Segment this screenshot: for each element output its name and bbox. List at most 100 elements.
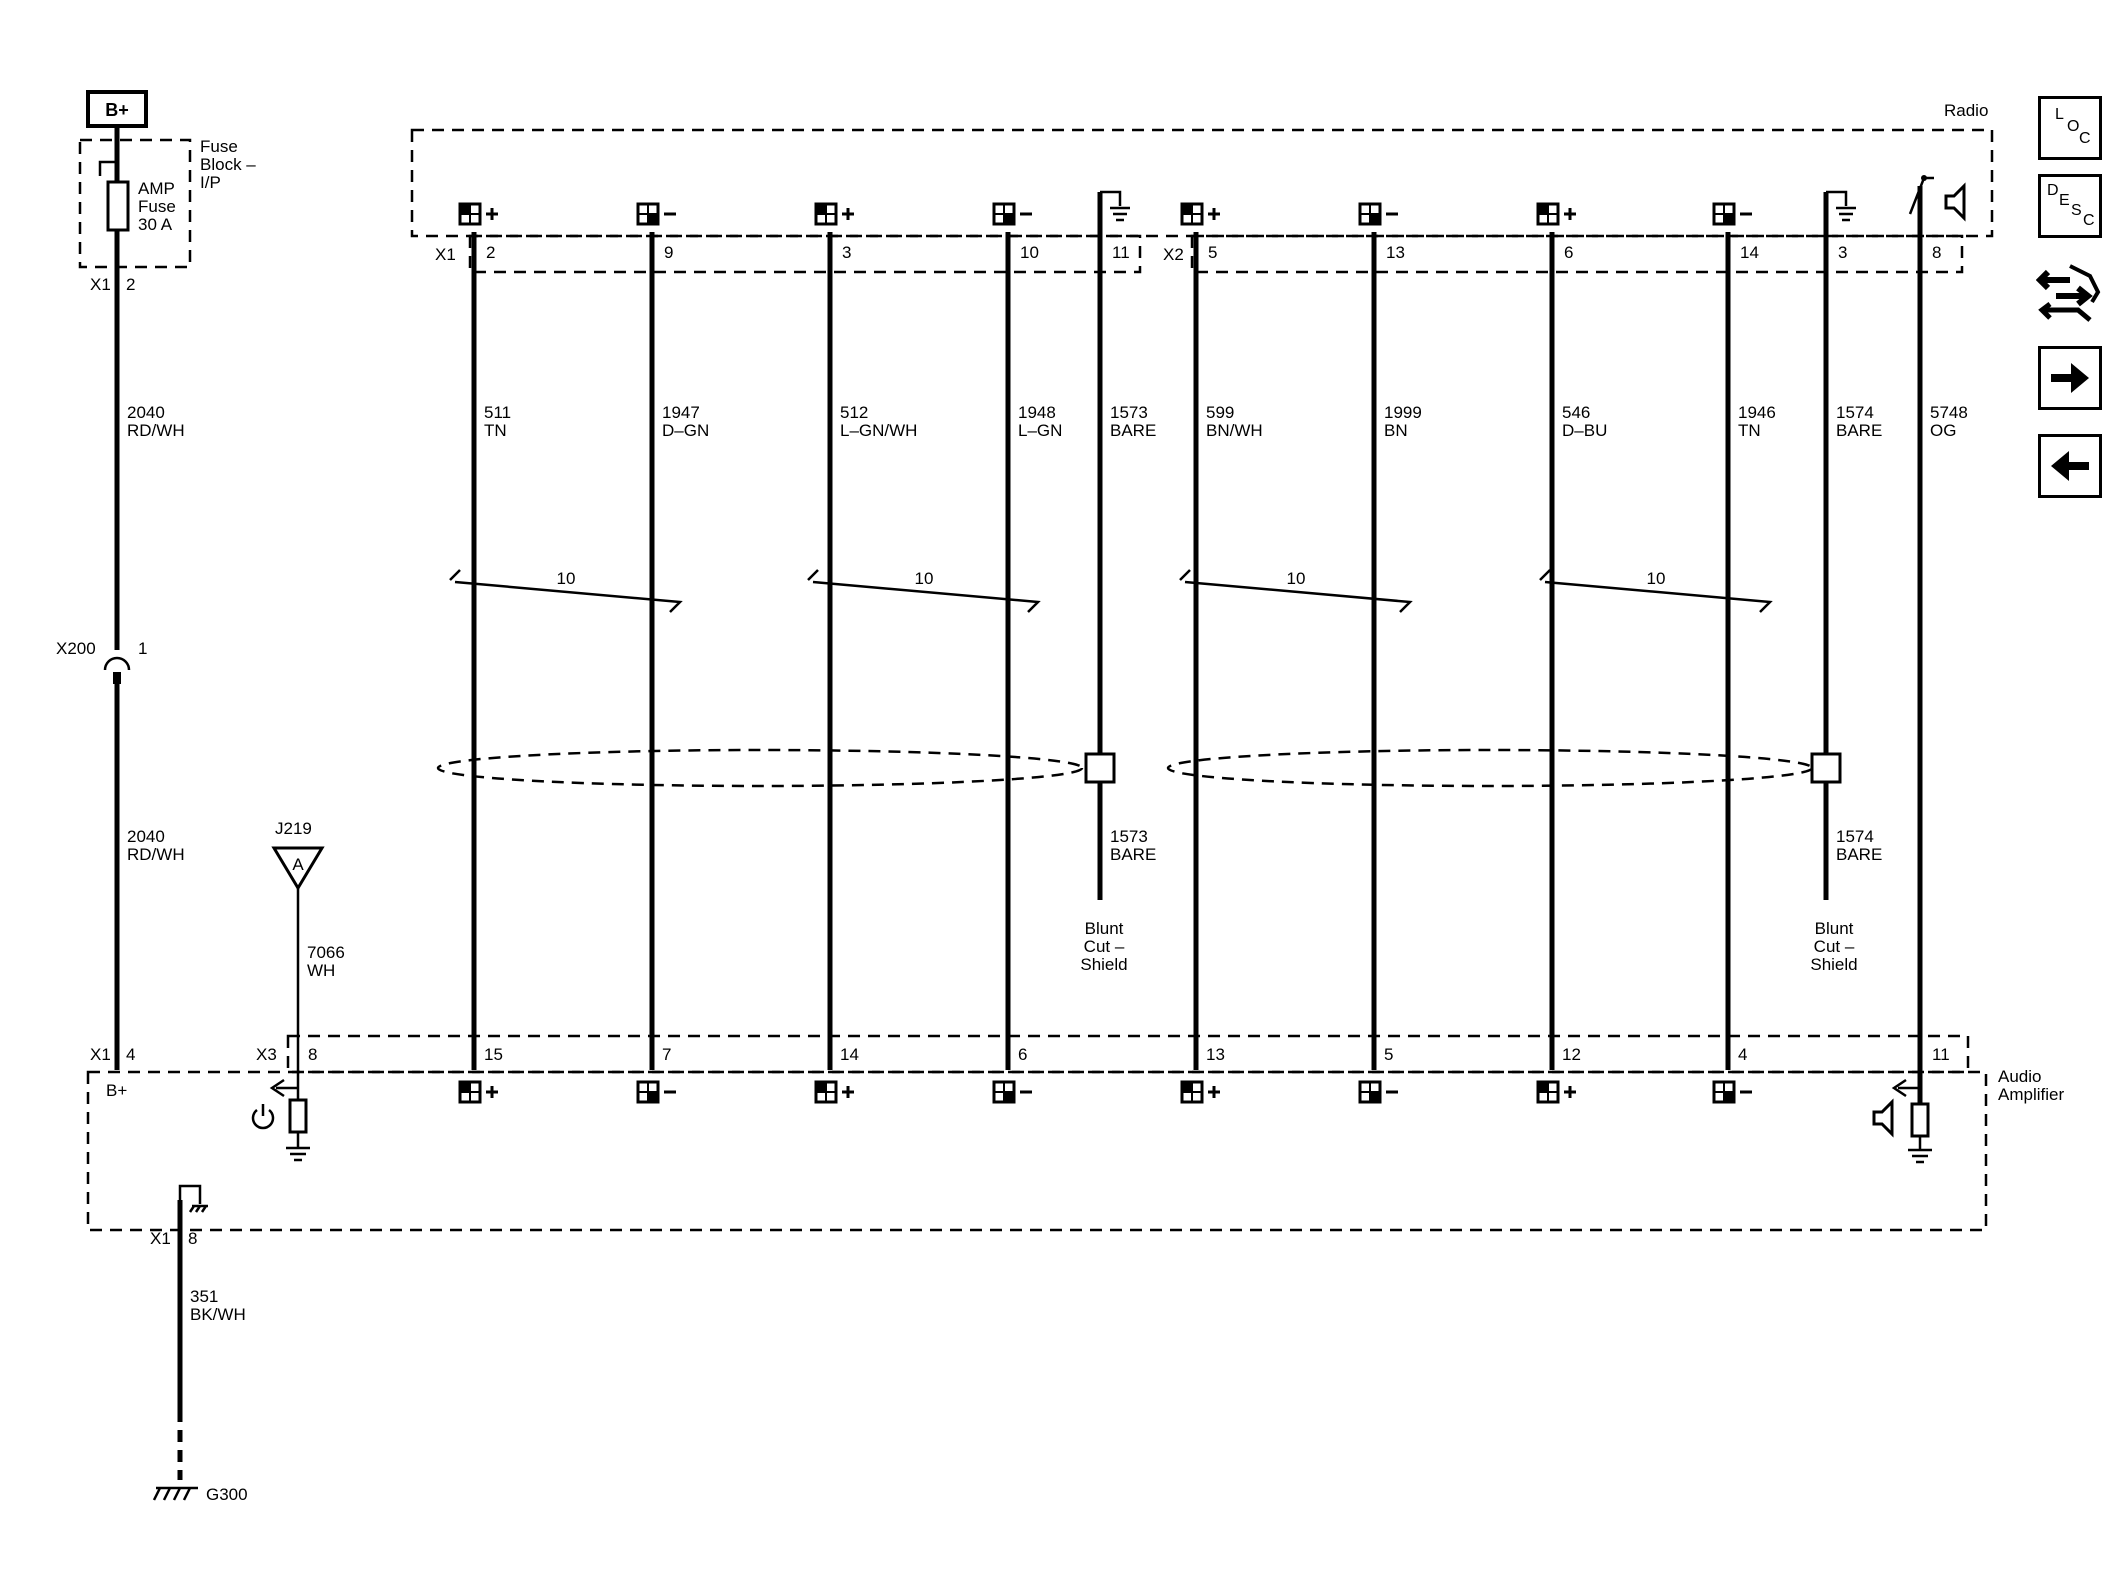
twisted-pair-markers: [449, 569, 1773, 613]
amp-label-1: Audio: [1998, 1067, 2041, 1086]
circuit-1-wire-color: D–GN: [662, 421, 709, 440]
circuit-5-radio-terminal-fill: [1182, 204, 1192, 214]
circuit-6-wire-color: BN: [1384, 421, 1408, 440]
j219-ground-icon: [286, 1146, 310, 1162]
circuit-4-shield-wire-number: 1573: [1110, 827, 1148, 846]
amp-x3-pin: 8: [308, 1045, 317, 1064]
prev-arrow-icon[interactable]: [2038, 434, 2102, 498]
amp-x3-label: X3: [256, 1045, 277, 1064]
power-wire-upper-number: 2040: [127, 403, 165, 422]
desc-icon[interactable]: D E S C: [2038, 174, 2102, 238]
circuit-0-amp-terminal-fill: [460, 1082, 470, 1092]
power-standby-icon: [251, 1104, 275, 1130]
fuse-label-1: AMP: [138, 179, 175, 198]
fuse-block-label-1: Fuse: [200, 137, 238, 156]
circuit-8-wire-color: TN: [1738, 421, 1761, 440]
circuit-9-wire-color: BARE: [1836, 421, 1882, 440]
ground-connector-label: X1: [150, 1229, 171, 1248]
circuit-9-wire-number: 1574: [1836, 403, 1874, 422]
circuit-2-radio-terminal-fill: [816, 204, 826, 214]
circuit-3-wire-color: L–GN: [1018, 421, 1062, 440]
circuit-9-top-pin: 3: [1838, 243, 1847, 262]
circuit-2-bottom-pin: 14: [840, 1045, 859, 1064]
circuit-7-bottom-pin: 12: [1562, 1045, 1581, 1064]
audio-amplifier-outline: [86, 1070, 1988, 1232]
circuit-5-bottom-pin: 13: [1206, 1045, 1225, 1064]
j219-input-arrow: [269, 1078, 298, 1098]
amp-x3-connector: [286, 1034, 1970, 1074]
radio-x1-connector: [468, 234, 1142, 274]
circuit-2-wire-color: L–GN/WH: [840, 421, 917, 440]
shield-ellipse-1: [436, 748, 1084, 788]
x200-connector-symbol: [103, 656, 131, 671]
j219-label: J219: [275, 819, 312, 838]
circuit-6-bottom-pin: 5: [1384, 1045, 1393, 1064]
circuit-wires: 2511TN1591947D–GN73512L–GN/WH14101948L–G…: [458, 175, 1968, 1164]
circuit-6-radio-terminal-fill: [1370, 214, 1380, 224]
amp-ground-connection: [178, 1184, 202, 1204]
circuit-4-radio-ground-icon: [1110, 206, 1130, 222]
circuit-6-top-pin: 13: [1386, 243, 1405, 262]
circuit-2-wire-number: 512: [840, 403, 868, 422]
circuit-5-amp-terminal-fill: [1182, 1082, 1192, 1092]
radio-label: Radio: [1944, 101, 1988, 120]
amp-label-2: Amplifier: [1998, 1085, 2064, 1104]
circuit-8-top-pin: 14: [1740, 243, 1759, 262]
circuit-5-wire-number: 599: [1206, 403, 1234, 422]
fuse-block-outline: [78, 138, 192, 269]
circuit-4-radio-ground-lead: [1100, 190, 1122, 206]
connector-tools-icon[interactable]: [2035, 258, 2106, 328]
circuit-4-shield-splice: [1084, 752, 1116, 784]
circuit-2-amp-terminal-fill: [816, 1082, 826, 1092]
twist-label-4: 10: [1647, 569, 1666, 588]
circuit-10-top-pin: 8: [1932, 243, 1941, 262]
loc-icon[interactable]: L O C: [2038, 96, 2102, 160]
blunt-cut-1-line3: Shield: [1080, 955, 1127, 974]
ground-connector-pin: 8: [188, 1229, 197, 1248]
loc-letter-c: C: [2079, 130, 2091, 147]
circuit-10-radio-speaker-icon: [1944, 182, 1966, 222]
circuit-10-bottom-pin: 11: [1932, 1045, 1950, 1064]
radio-x1-label: X1: [435, 245, 456, 264]
circuit-0-bottom-pin: 15: [484, 1045, 503, 1064]
amp-bplus-label: B+: [106, 1081, 127, 1100]
circuit-3-bottom-pin: 6: [1018, 1045, 1027, 1064]
fuse-connector-pin: 2: [126, 275, 135, 294]
circuit-0-radio-terminal-fill: [460, 204, 470, 214]
desc-letter-d: D: [2047, 182, 2059, 199]
circuit-3-top-pin: 10: [1020, 243, 1039, 262]
blunt-cut-1-line1: Blunt: [1085, 919, 1124, 938]
circuit-6-amp-terminal-fill: [1370, 1092, 1380, 1102]
circuit-10-wire-number: 5748: [1930, 403, 1968, 422]
bplus-box-label: B+: [105, 100, 129, 120]
j219-letter: A: [292, 855, 304, 874]
ground-wire-number: 351: [190, 1287, 218, 1306]
next-arrow-icon[interactable]: [2038, 346, 2102, 410]
circuit-7-top-pin: 6: [1564, 243, 1573, 262]
circuit-1-bottom-pin: 7: [662, 1045, 671, 1064]
circuit-3-amp-terminal-fill: [1004, 1092, 1014, 1102]
fuse-clip: [98, 160, 117, 176]
twist-label-3: 10: [1287, 569, 1306, 588]
power-wire-lower-number: 2040: [127, 827, 165, 846]
circuit-5-wire-color: BN/WH: [1206, 421, 1263, 440]
fuse-symbol: [106, 180, 130, 232]
circuit-9-shield-wire-color: BARE: [1836, 845, 1882, 864]
blunt-cut-2-line3: Shield: [1810, 955, 1857, 974]
circuit-10-amp-input-resistor: [1910, 1102, 1930, 1138]
circuit-1-wire-number: 1947: [662, 403, 700, 422]
circuit-1-top-pin: 9: [664, 243, 673, 262]
circuit-4-wire-color: BARE: [1110, 421, 1156, 440]
radio-x2-connector: [1190, 234, 1964, 274]
amp-x1-label: X1: [90, 1045, 111, 1064]
desc-letter-e: E: [2059, 192, 2070, 209]
fuse-label-2: Fuse: [138, 197, 176, 216]
amp-x1-pin: 4: [126, 1045, 135, 1064]
circuit-9-radio-ground-icon: [1836, 206, 1856, 222]
circuit-9-shield-splice: [1810, 752, 1842, 784]
circuit-8-radio-terminal-fill: [1724, 214, 1734, 224]
blunt-cut-2-line1: Blunt: [1815, 919, 1854, 938]
blunt-cut-2-line2: Cut –: [1814, 937, 1855, 956]
ground-wire-color: BK/WH: [190, 1305, 246, 1324]
